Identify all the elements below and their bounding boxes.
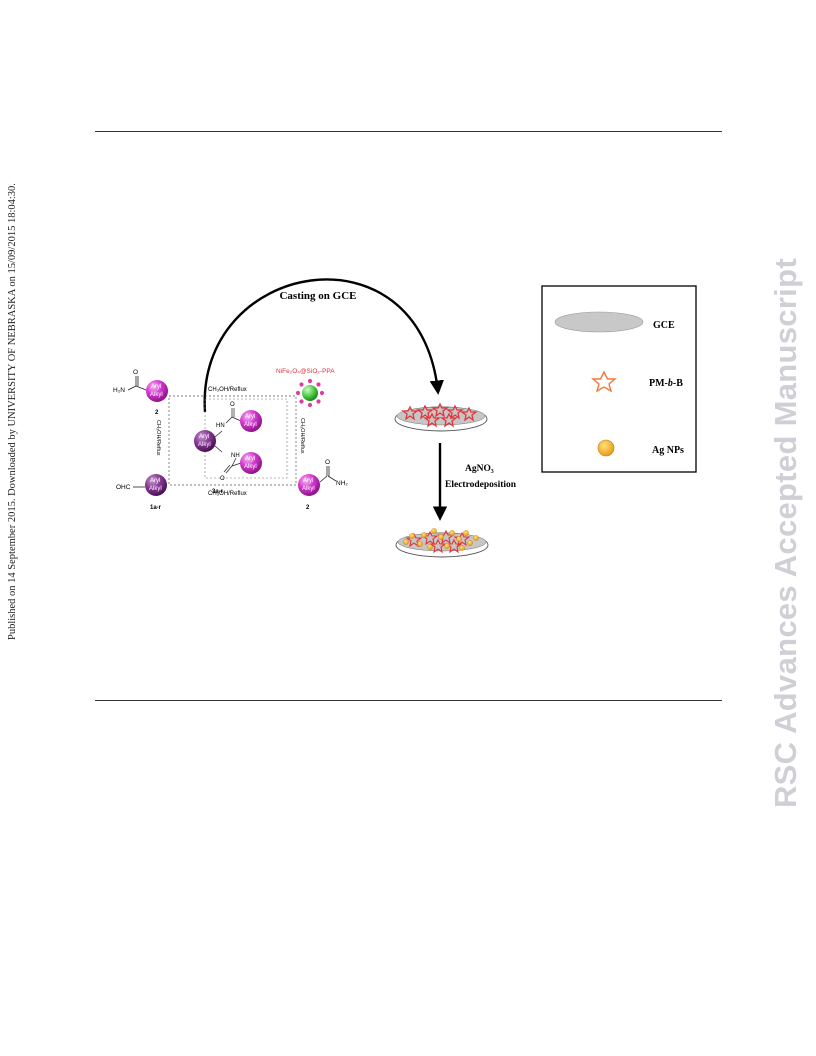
reaction-box-dotted: [168, 395, 297, 486]
svg-text:Alkyl: Alkyl: [149, 486, 162, 492]
arc-label: Casting on GCE: [279, 290, 356, 302]
svg-text:Alkyl: Alkyl: [244, 464, 257, 470]
svg-text:Aryl: Aryl: [151, 384, 161, 390]
svg-text:3a-r: 3a-r: [212, 489, 224, 495]
svg-text:Aryl: Aryl: [245, 456, 255, 462]
legend-box: GCE PM-b-B Ag NPs: [541, 285, 697, 473]
casting-arc-arrow: [203, 278, 444, 413]
svg-text:Alkyl: Alkyl: [198, 442, 211, 448]
svg-text:Aryl: Aryl: [150, 478, 160, 484]
star-icon: [591, 370, 617, 393]
step-process: Electrodeposition: [445, 480, 517, 490]
step-reagent: AgNO₃: [465, 464, 494, 474]
electrode-ag-pmb-modified: [395, 528, 489, 558]
svg-text:Ag NPs: Ag NPs: [652, 445, 684, 456]
svg-text:NH₂: NH₂: [336, 480, 348, 487]
svg-text:HN: HN: [216, 423, 225, 429]
magenta-sphere: [298, 474, 320, 496]
svg-text:O: O: [230, 402, 235, 408]
right-condition-label: CH₃OH/Reflux: [299, 418, 305, 454]
svg-text:Alkyl: Alkyl: [302, 486, 315, 492]
product-bisamide: Aryl Alkyl HN NH O Aryl Alkyl O Aryl Alk…: [194, 402, 262, 495]
svg-text:H₂N: H₂N: [113, 387, 125, 394]
svg-text:NH: NH: [231, 453, 240, 459]
reagent-aldehyde-bottom-left: OHC Aryl Alkyl 1a-r: [116, 474, 167, 511]
header-rule: [95, 131, 722, 132]
svg-text:O: O: [220, 476, 225, 482]
svg-text:GCE: GCE: [653, 320, 675, 331]
magenta-sphere: [240, 410, 262, 432]
top-condition-label: CH₃OH/Reflux: [208, 387, 247, 393]
svg-text:Aryl: Aryl: [303, 478, 313, 484]
svg-text:OHC: OHC: [116, 484, 131, 491]
ag-np-icon: [597, 439, 615, 457]
svg-text:Aryl: Aryl: [199, 434, 209, 440]
inner-box-dotted: [204, 398, 288, 479]
svg-text:Alkyl: Alkyl: [150, 392, 163, 398]
legend-item-ag: Ag NPs: [597, 439, 684, 457]
svg-text:NiFe₂O₄@SiO₂-PPA: NiFe₂O₄@SiO₂-PPA: [276, 368, 335, 375]
svg-text:Aryl: Aryl: [245, 414, 255, 420]
svg-text:O: O: [133, 369, 138, 376]
reagent-amide-top-left: H₂N O Aryl Alkyl 2: [113, 369, 168, 416]
catalyst-nanoparticle: NiFe₂O₄@SiO₂-PPA: [276, 368, 335, 408]
purple-sphere: [194, 430, 216, 452]
svg-text:1a-r: 1a-r: [150, 505, 162, 511]
legend-item-pmb: PM-b-B: [591, 370, 683, 393]
bottom-condition-label: CH₃OH/Reflux: [208, 491, 247, 497]
reagent-amide-bottom-right: Aryl Alkyl O NH₂ 2: [298, 459, 348, 511]
purple-sphere: [145, 474, 167, 496]
green-core-sphere: [302, 385, 318, 401]
left-condition-label: CH₃OH/Reflux: [155, 420, 161, 456]
svg-text:O: O: [325, 459, 330, 466]
svg-text:Alkyl: Alkyl: [244, 422, 257, 428]
magenta-sphere: [146, 380, 168, 402]
svg-text:PM-b-B: PM-b-B: [649, 378, 683, 389]
footer-rule: [95, 700, 722, 701]
svg-text:2: 2: [155, 410, 159, 416]
magenta-sphere: [240, 452, 262, 474]
legend-item-gce: GCE: [554, 311, 675, 333]
svg-text:2: 2: [306, 505, 310, 511]
electrode-pmb-modified: [394, 402, 488, 432]
